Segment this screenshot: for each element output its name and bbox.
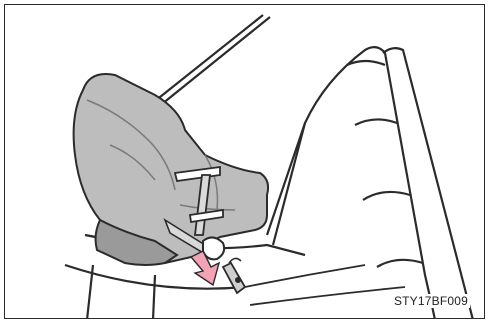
child-seat-illustration [5,5,485,319]
figure-code: STY17BF009 [392,294,470,308]
infant-car-seat [74,74,268,265]
seat-cushion [245,265,405,305]
illustration-frame: STY17BF009 [4,4,485,319]
upper-belt-strap [155,15,270,104]
